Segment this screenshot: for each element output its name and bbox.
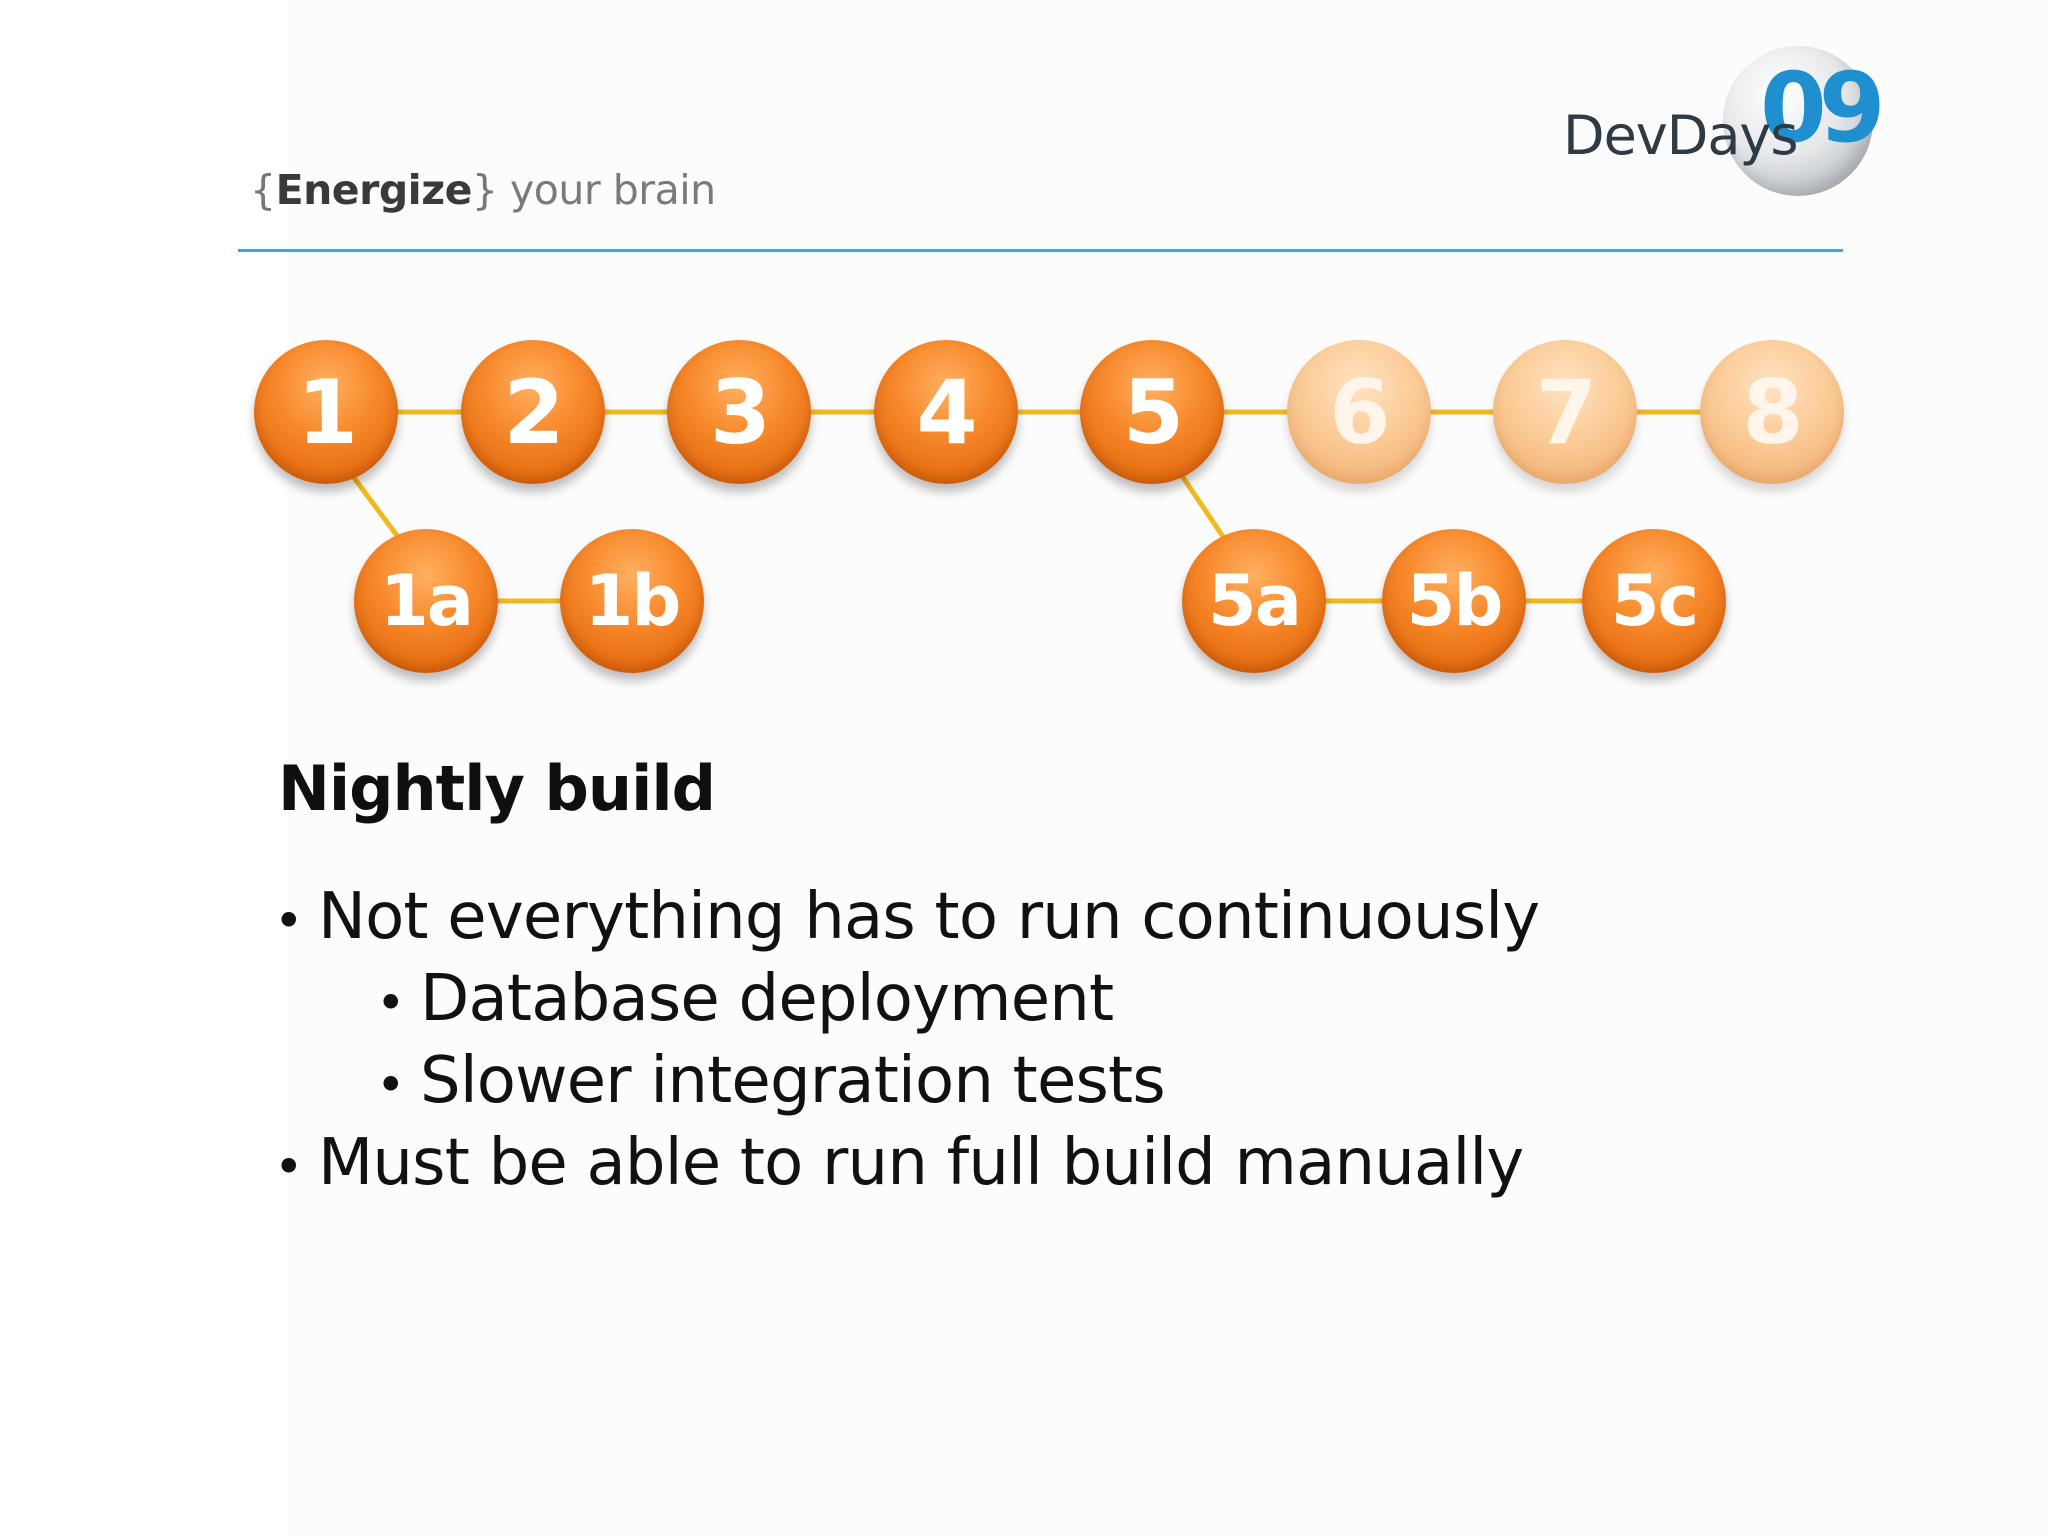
bullet-item: •Database deployment	[274, 958, 1539, 1040]
bullet-text: Not everything has to run continuously	[318, 880, 1540, 954]
logo-text: DevDays	[1563, 104, 1799, 167]
connector-1-1a	[343, 465, 404, 543]
slide-background	[288, 0, 2048, 1536]
bullet-item: •Not everything has to run continuously	[274, 876, 1540, 958]
logo-disc	[1723, 46, 1873, 196]
header-divider	[238, 249, 1843, 252]
pipeline-node-3: 3	[667, 340, 811, 484]
bullet-item: •Must be able to run full build manually	[274, 1122, 1539, 1204]
tagline-rest: your brain	[497, 166, 716, 214]
pipeline-node-4: 4	[873, 340, 1018, 484]
logo-number: 09	[1760, 52, 1886, 164]
pipeline-node-1b: 1b	[560, 529, 704, 673]
connector-5-5a	[1173, 465, 1229, 543]
pipeline-node-5a: 5a	[1182, 529, 1326, 673]
tagline: {Energize} your brain	[250, 166, 716, 214]
slide-title: Nightly build	[278, 752, 716, 825]
pipeline-node-2: 2	[460, 340, 605, 484]
pipeline-node-1: 1	[254, 340, 398, 484]
tagline-open-brace: {	[250, 166, 276, 214]
pipeline-node-1a: 1a	[354, 529, 498, 673]
bullet-item: •Slower integration tests	[274, 1040, 1539, 1122]
bullet-list: •Not everything has to run continuously•…	[274, 876, 1540, 1204]
tagline-close-brace: }	[471, 166, 498, 214]
pipeline-node-5b: 5b	[1382, 529, 1526, 673]
pipeline-node-5: 5	[1080, 340, 1224, 484]
bullet-text: Slower integration tests	[420, 1044, 1166, 1118]
pipeline-node-7: 7	[1493, 340, 1637, 484]
bullet-text: Must be able to run full build manually	[318, 1126, 1524, 1200]
bullet-dot: •	[274, 1138, 304, 1196]
pipeline-node-5c: 5c	[1582, 529, 1726, 673]
bullet-dot: •	[376, 974, 406, 1032]
pipeline-node-8: 8	[1699, 340, 1844, 484]
pipeline-node-6: 6	[1286, 340, 1431, 484]
devdays-logo: 09 DevDays	[1560, 40, 1886, 220]
tagline-energize: Energize	[275, 166, 473, 214]
bullet-dot: •	[376, 1056, 406, 1114]
bullet-dot: •	[274, 892, 304, 950]
bullet-text: Database deployment	[420, 962, 1114, 1036]
